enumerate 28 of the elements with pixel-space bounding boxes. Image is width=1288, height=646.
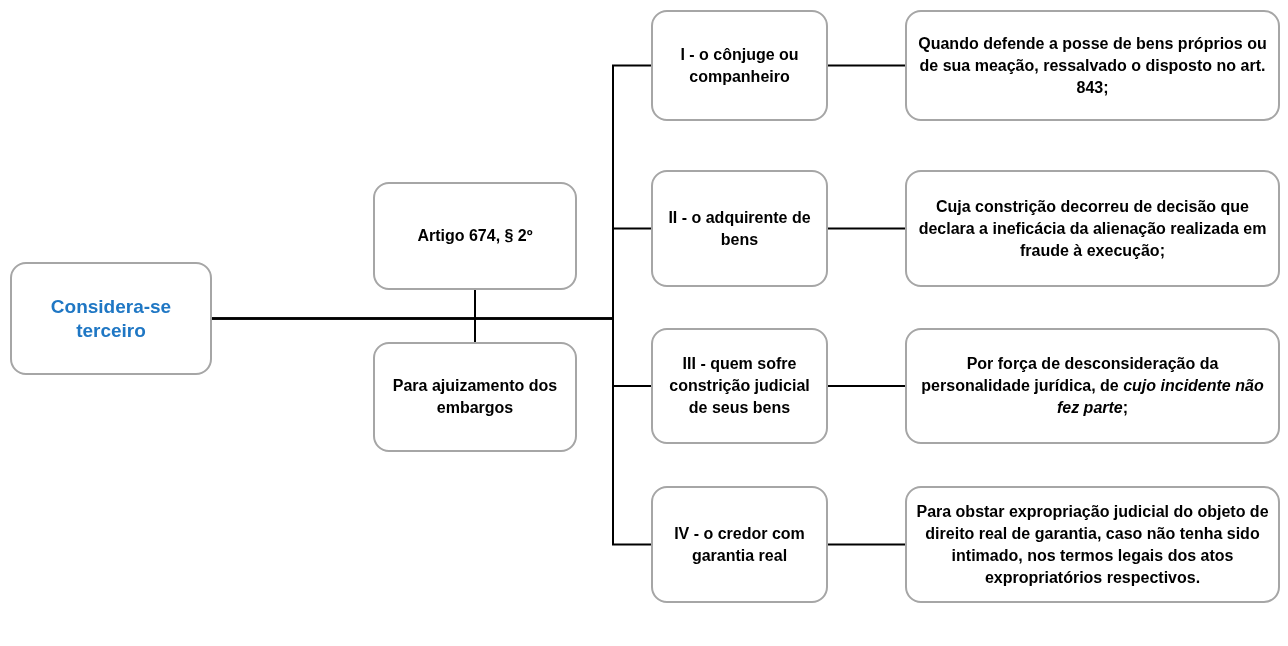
text-box [651, 10, 828, 121]
connector-line [827, 227, 906, 230]
text-box [10, 262, 212, 375]
text-box [905, 10, 1280, 121]
connector-line [474, 289, 476, 343]
box-text: Artigo 674, § 2º [417, 226, 533, 246]
text-box [905, 328, 1280, 444]
text-box [651, 486, 828, 603]
connector-line [827, 543, 906, 546]
connector-line [211, 317, 652, 546]
text-box [905, 486, 1280, 603]
box-text: IV - o credor com garantia real [673, 523, 806, 566]
box-text: Para obstar expropriação judicial do objeto de direito real de garantia, caso não tenha sido intimado, nos termos legais dos atos expropriatórios respectivos. [915, 501, 1270, 588]
box-text: Para ajuizamento dos embargos [391, 376, 559, 418]
text-box [651, 328, 828, 444]
text-box [651, 170, 828, 287]
box-text: Quando defende a posse de bens próprios ou de sua meação, ressalvado o disposto no art. 843; [917, 33, 1268, 98]
connector-line [827, 64, 906, 67]
text-box [905, 170, 1280, 287]
box-text: II - o adquirente de bens [667, 207, 812, 250]
text-box [373, 342, 577, 452]
text-box [373, 182, 577, 290]
connector-line [827, 385, 906, 387]
box-text: Considera-se terceiro [49, 294, 173, 343]
box-text: Cuja constrição decorreu de decisão que declara a ineficácia da alienação realizada em fraude à execução; [917, 196, 1268, 261]
box-text: III - quem sofre constrição judicial de seus bens [668, 354, 811, 418]
box-text: I - o cônjuge ou companheiro [679, 44, 800, 87]
box-text: Por força de desconsideração da personalidade jurídica, de cujo incidente não fez parte; [920, 354, 1265, 418]
